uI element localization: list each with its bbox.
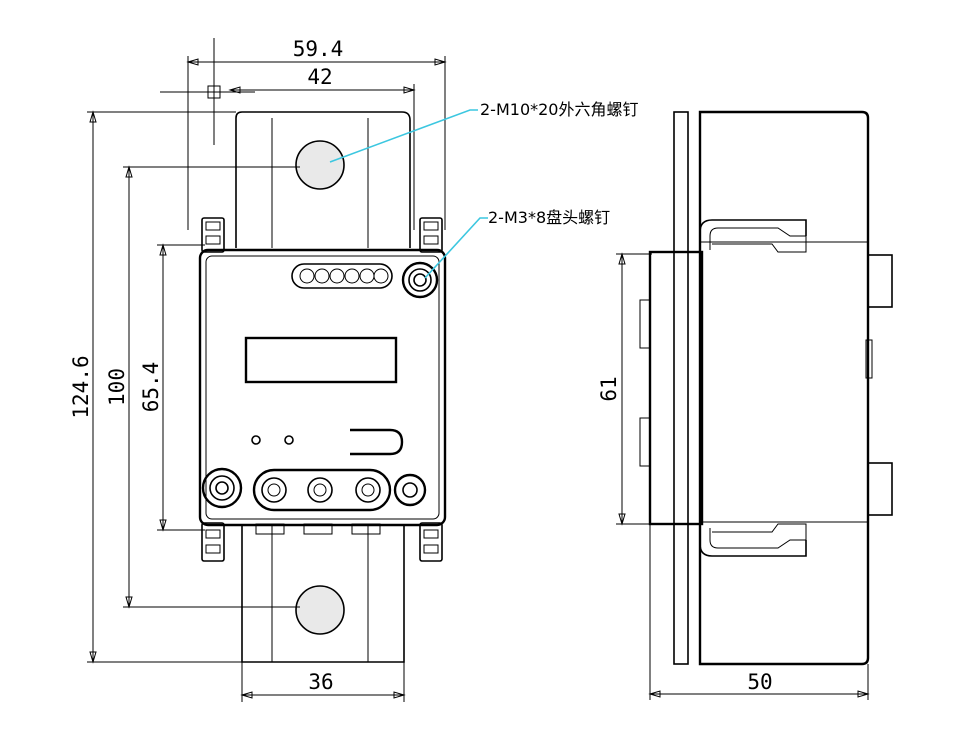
lcd-display (244, 336, 398, 384)
terminal-block (252, 468, 392, 512)
dim-body-height: 65.4 (139, 362, 163, 413)
dim-overall-height: 124.6 (69, 355, 93, 418)
dim-busbar-width: 36 (308, 670, 333, 694)
mounting-ear-tr (419, 217, 443, 253)
m3-pan-screw (401, 261, 439, 299)
u-slot (350, 428, 404, 456)
dim-side-depth: 50 (747, 670, 772, 694)
dim-side-height: 61 (597, 376, 621, 401)
callouts: 2-M10*20外六角螺钉 2-M3*8盘头螺钉 (329, 100, 638, 279)
mounting-ear-br (419, 522, 443, 562)
terminal-screw-left (201, 467, 243, 509)
front-dimensions: 59.4 42 36 124.6 100 65.4 (69, 37, 447, 702)
side-front-body (648, 250, 704, 526)
side-view: 61 50 (597, 110, 893, 700)
terminal-screw-right (393, 473, 427, 507)
centre-mark (160, 38, 255, 145)
mounting-ear-tl (201, 217, 225, 253)
side-plate (673, 111, 689, 665)
side-back-body (698, 110, 870, 666)
meter-body (198, 248, 447, 527)
dim-overall-width: 59.4 (293, 37, 344, 61)
dim-inner-width: 42 (307, 65, 332, 89)
callout-pan-screw: 2-M3*8盘头螺钉 (488, 208, 610, 227)
front-view (160, 38, 447, 663)
callout-hex-screw: 2-M10*20外六角螺钉 (480, 100, 638, 119)
lower-busbar-hole (295, 585, 345, 635)
dim-hole-spacing: 100 (105, 368, 129, 406)
upper-busbar-hole (295, 140, 345, 190)
led-row (291, 263, 393, 289)
mounting-ear-bl (201, 522, 225, 562)
